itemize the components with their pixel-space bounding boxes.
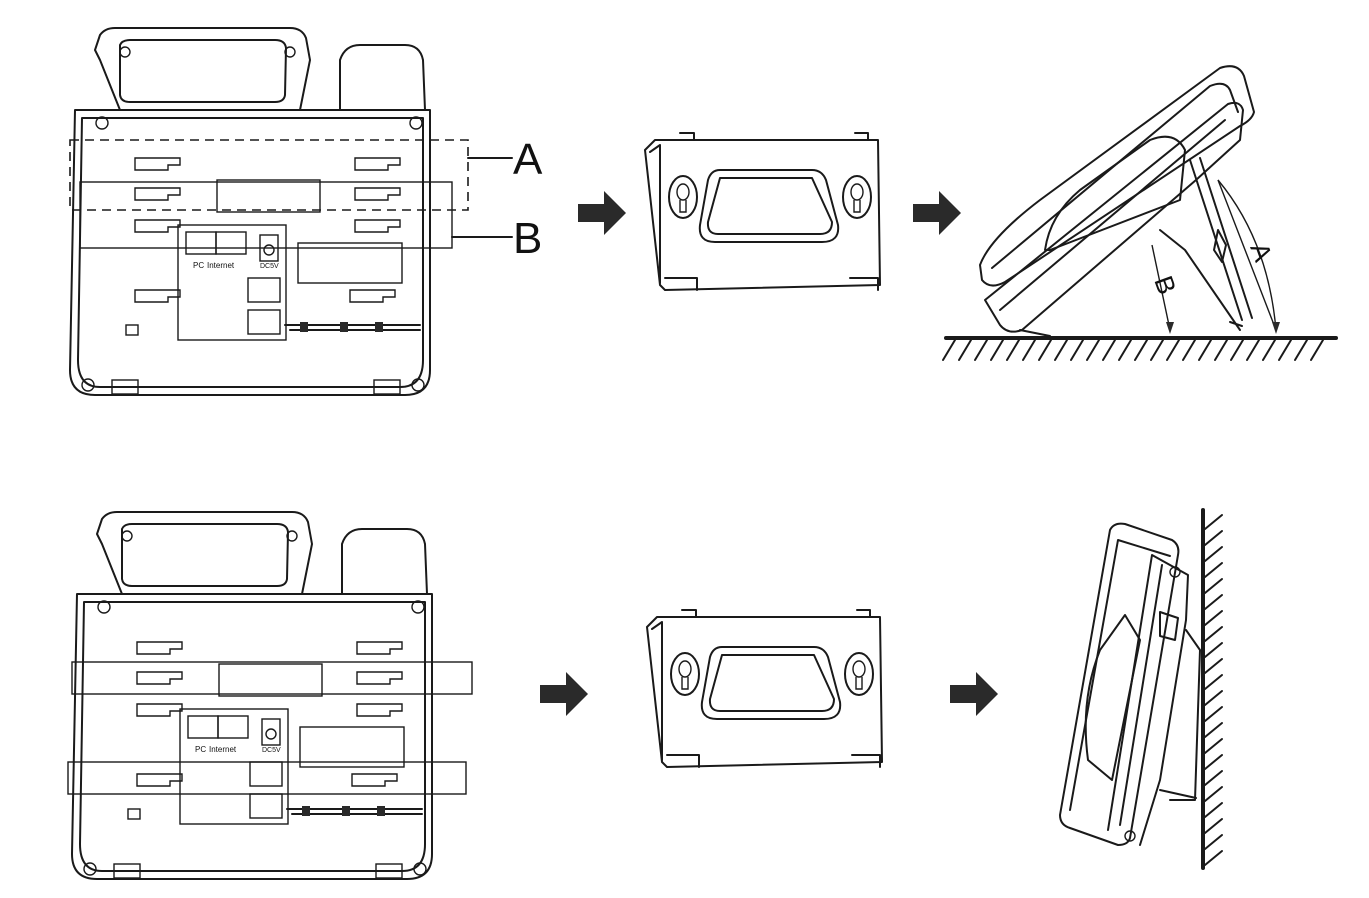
wall-hatch-line [1204, 610, 1223, 626]
desk-hatch-line [958, 339, 972, 361]
wall-hatch-line [1204, 626, 1223, 642]
step-arrow-2 [913, 191, 961, 235]
wall-mounted-phone [1059, 522, 1201, 846]
wall-hatch-line [1204, 834, 1223, 850]
phone-back-view-top [69, 27, 431, 396]
desk-hatch-line [1038, 339, 1052, 361]
desk-hatch-line [1134, 339, 1148, 361]
desk-hatch-line [1182, 339, 1196, 361]
desk-hatch-line [1022, 339, 1036, 361]
port-label-pc-bottom: PC [195, 745, 206, 754]
wall-hatch-line [1204, 594, 1223, 610]
step-arrow-3 [540, 672, 588, 716]
slot-b-outline [79, 181, 453, 249]
desk-surface [942, 336, 1338, 361]
wall-hatch-line [1204, 562, 1223, 578]
wall-hatch-line [1204, 690, 1223, 706]
upper-mount-band [71, 661, 473, 695]
desk-hatch-line [1070, 339, 1084, 361]
desk-hatch-line [1262, 339, 1276, 361]
desk-hatch-line [1118, 339, 1132, 361]
wall-hatch-line [1204, 514, 1223, 530]
desk-hatch-line [1166, 339, 1180, 361]
desk-hatch-line [942, 339, 956, 361]
wall-hatch-line [1204, 722, 1223, 738]
label-angle-a: A [1244, 239, 1278, 266]
label-slot-b: B [513, 214, 542, 263]
wall-hatch-line [1204, 802, 1223, 818]
wall-hatch-line [1204, 818, 1223, 834]
port-label-internet: Internet [207, 261, 235, 270]
step-arrow-4 [950, 672, 998, 716]
desk-hatch-line [1214, 339, 1228, 361]
stand-bracket-top [644, 132, 881, 291]
wall-hatch-line [1204, 786, 1223, 802]
wall-hatch-line [1204, 770, 1223, 786]
port-label-dc-bottom: DC5V [262, 747, 281, 754]
desk-hatch-line [1230, 339, 1244, 361]
desk-hatch-line [990, 339, 1004, 361]
wall-hatch-line [1204, 530, 1223, 546]
desk-hatch-line [1198, 339, 1212, 361]
desk-hatch-line [1086, 339, 1100, 361]
desk-mounted-phone [979, 65, 1280, 337]
desk-hatch-line [1294, 339, 1308, 361]
desk-hatch-line [1054, 339, 1068, 361]
wall-hatch-line [1204, 546, 1223, 562]
wall-surface [1201, 508, 1223, 870]
wall-hatch-line [1204, 674, 1223, 690]
desk-hatch-line [1310, 339, 1324, 361]
wall-hatch-line [1204, 642, 1223, 658]
slot-a-outline [69, 139, 469, 211]
wall-hatch-line [1204, 706, 1223, 722]
phone-back-view-bottom [71, 511, 433, 880]
wall-hatch-line [1204, 578, 1223, 594]
lower-mount-band [67, 761, 467, 795]
port-label-pc: PC [193, 261, 204, 270]
desk-hatch-line [1278, 339, 1292, 361]
wall-hatch-line [1204, 738, 1223, 754]
step-arrow-1 [578, 191, 626, 235]
wall-hatch-line [1204, 658, 1223, 674]
desk-hatch-line [1246, 339, 1260, 361]
stand-bracket-bottom [646, 609, 883, 768]
port-label-internet-bottom: Internet [209, 745, 237, 754]
wall-hatch-line [1204, 850, 1223, 866]
label-slot-a: A [513, 135, 543, 184]
label-angle-b: B [1148, 272, 1182, 299]
desk-hatch-line [1006, 339, 1020, 361]
port-label-dc: DC5V [260, 263, 279, 270]
desk-hatch-line [974, 339, 988, 361]
desk-hatch-line [1102, 339, 1116, 361]
wall-hatch-line [1204, 754, 1223, 770]
desk-hatch-line [1150, 339, 1164, 361]
